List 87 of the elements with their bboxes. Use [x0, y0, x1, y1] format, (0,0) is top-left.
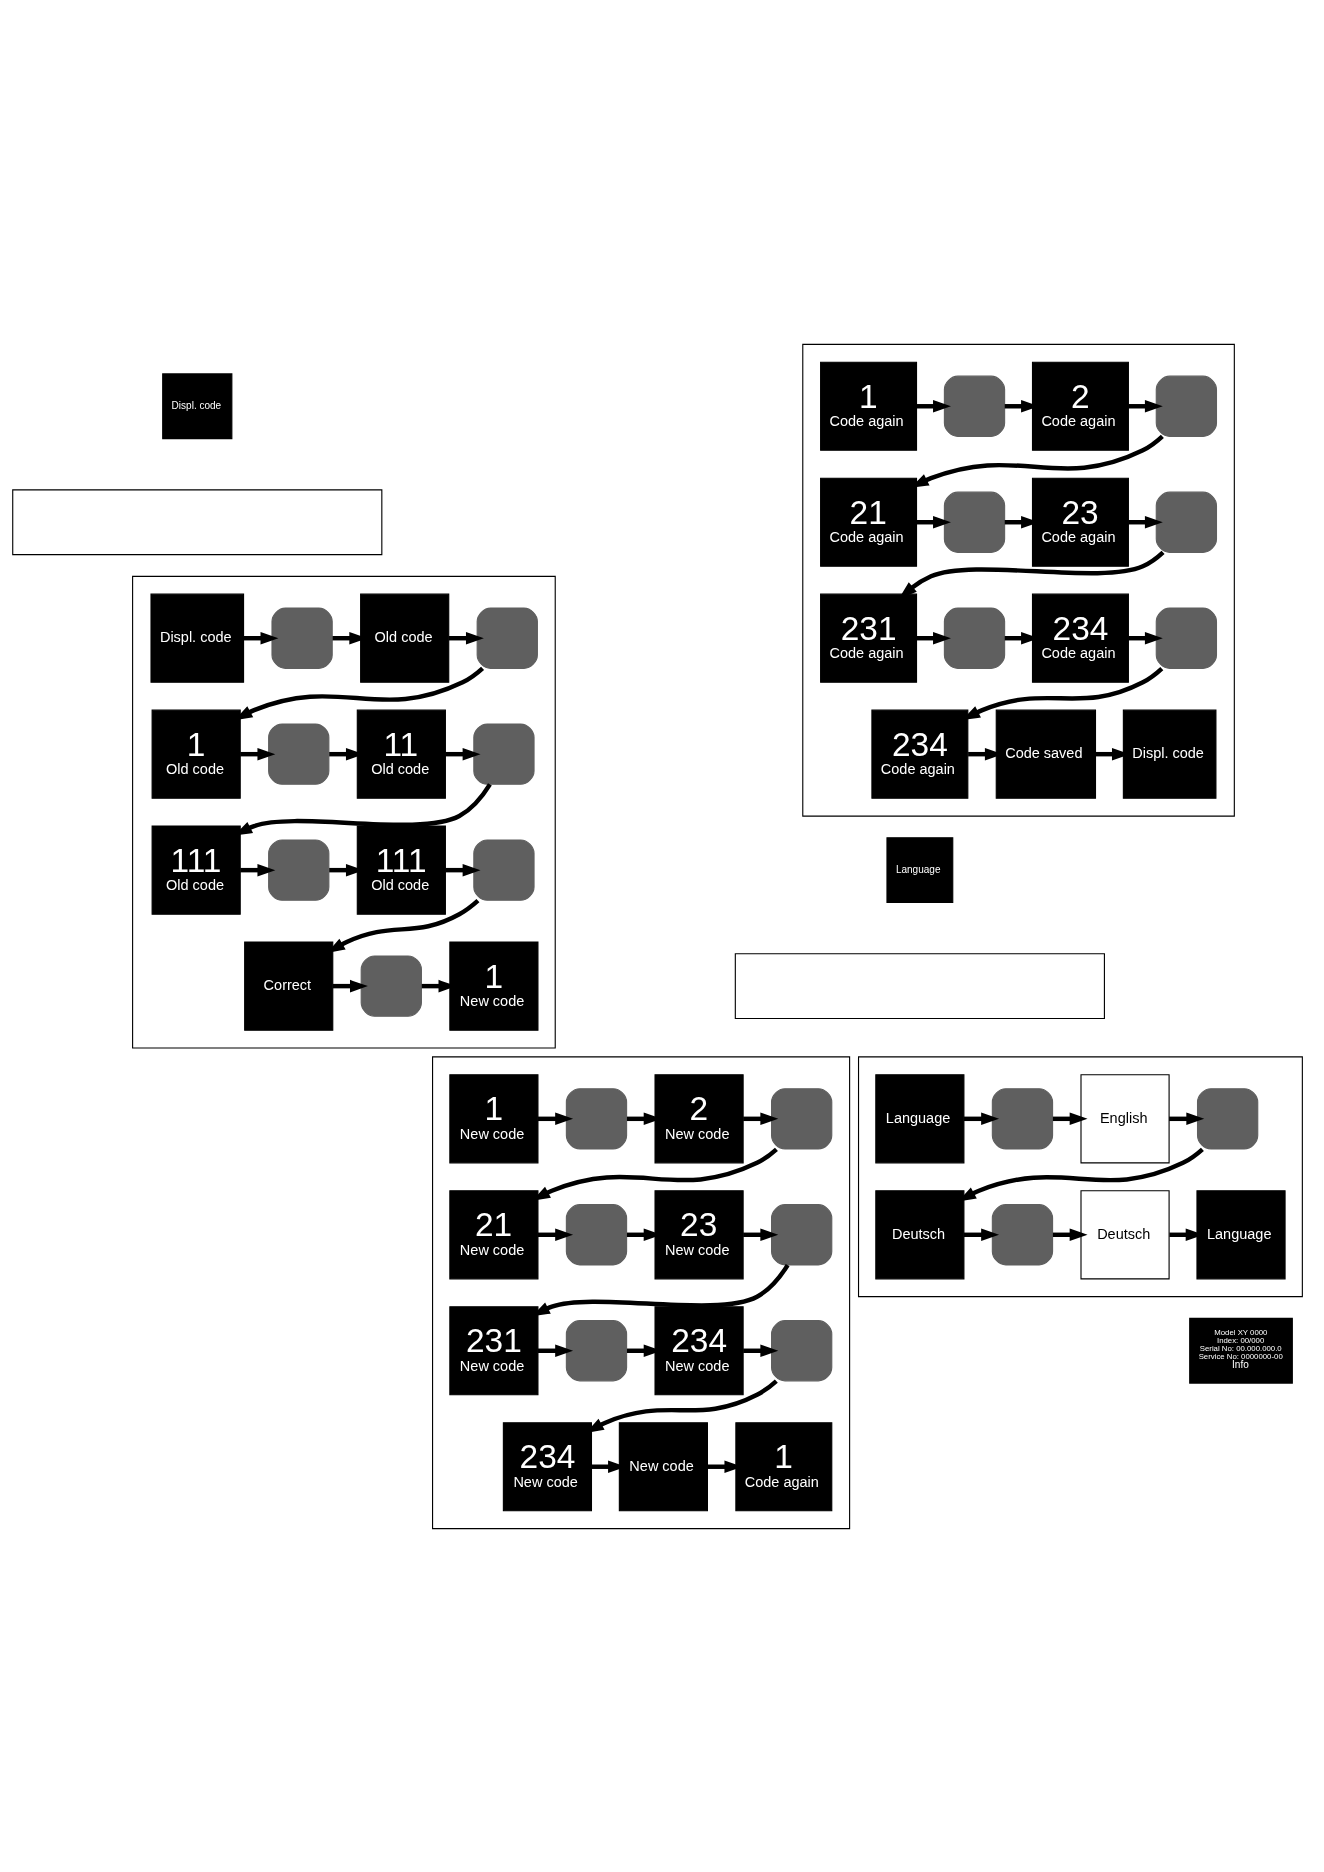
node-button — [473, 839, 535, 901]
node-button — [476, 607, 538, 669]
arrow — [916, 515, 951, 528]
arrow — [538, 1112, 574, 1125]
node-box: 23 Code again — [1031, 477, 1129, 567]
arrow — [743, 1112, 779, 1125]
arrow — [1169, 1112, 1205, 1125]
node-box — [12, 488, 383, 555]
node-button — [1155, 607, 1218, 669]
node-box: Deutsch — [875, 1189, 965, 1279]
node-box: 1 Code again — [735, 1421, 833, 1511]
cluster — [432, 1055, 851, 1529]
node-box: 1 New code — [449, 941, 539, 1031]
node-button — [268, 839, 330, 901]
arrow — [332, 979, 368, 992]
node-box: 2 New code — [654, 1073, 744, 1163]
node-box: Language — [875, 1073, 965, 1163]
node-button — [771, 1203, 833, 1265]
arrow — [240, 747, 276, 760]
node-box — [734, 952, 1105, 1019]
arrow — [743, 1344, 779, 1357]
node-box: 1 Code again — [820, 361, 918, 451]
node-button — [360, 954, 422, 1017]
arrow — [240, 863, 276, 876]
node-button — [473, 723, 535, 785]
node-box: 234 Code again — [1031, 593, 1129, 683]
node-box: Language — [886, 836, 954, 903]
cluster — [858, 1055, 1303, 1297]
node-button — [943, 491, 1006, 553]
arrow — [1052, 1228, 1088, 1241]
node-box: Correct — [244, 941, 334, 1031]
node-box: 234 New code — [654, 1305, 744, 1395]
arrow — [963, 1228, 1000, 1241]
node-box: Displ. code — [162, 372, 233, 439]
node-button — [771, 1319, 833, 1381]
node-box: 234 New code — [502, 1421, 593, 1511]
node-box: 111 Old code — [356, 825, 446, 915]
node-button — [991, 1203, 1054, 1265]
arrow — [1052, 1112, 1088, 1125]
node-box: Displ. code — [150, 593, 245, 683]
node-box: 234 Code again — [871, 709, 969, 799]
node-button — [565, 1203, 628, 1265]
arrow — [963, 1112, 1000, 1125]
arrow — [445, 747, 481, 760]
node-box: 231 New code — [449, 1305, 539, 1395]
arrow — [445, 863, 481, 876]
node-box: New code — [618, 1421, 708, 1511]
node-box: 21 New code — [449, 1189, 539, 1279]
node-button — [565, 1087, 628, 1149]
cluster — [132, 575, 556, 1049]
node-box: 2 Code again — [1031, 361, 1129, 451]
node-button — [271, 607, 333, 669]
node-box: 11 Old code — [356, 709, 446, 799]
node-box: Deutsch — [1080, 1189, 1170, 1279]
node-button — [771, 1087, 833, 1149]
node-button — [565, 1319, 628, 1381]
node-button — [943, 375, 1006, 437]
arrow — [1128, 631, 1163, 644]
node-box: Old code — [360, 593, 450, 683]
node-button — [268, 723, 330, 785]
node-box: 111 Old code — [151, 825, 241, 915]
arrow — [243, 631, 279, 644]
node-button — [943, 607, 1006, 669]
arrow — [538, 1228, 574, 1241]
arrow — [1128, 399, 1163, 413]
node-box: 21 Code again — [820, 477, 918, 567]
node-button — [991, 1087, 1054, 1149]
node-box: Language — [1196, 1189, 1286, 1279]
node-button — [1155, 375, 1218, 437]
arrow — [448, 631, 484, 644]
node-box: 23 New code — [654, 1189, 744, 1279]
node-box: English — [1080, 1073, 1170, 1163]
node-box: 231 Code again — [820, 593, 918, 683]
node-box: 1 New code — [449, 1073, 539, 1163]
node-button — [1155, 491, 1218, 553]
cluster — [802, 343, 1235, 817]
arrow — [743, 1228, 779, 1241]
node-button — [1196, 1087, 1259, 1149]
arrow — [538, 1344, 574, 1357]
node-box: Code saved — [995, 709, 1097, 799]
node-box: Displ. code — [1122, 709, 1217, 799]
arrow — [916, 399, 951, 413]
arrow — [1128, 515, 1163, 528]
arrow — [916, 631, 951, 644]
node-box: 1 Old code — [151, 709, 241, 799]
node-box: Model XY 0000 Index: 00/000 Serial No: 00.000.000.0 Service No: 0000000-00 Info — [1189, 1317, 1293, 1384]
arrow — [899, 550, 1165, 598]
